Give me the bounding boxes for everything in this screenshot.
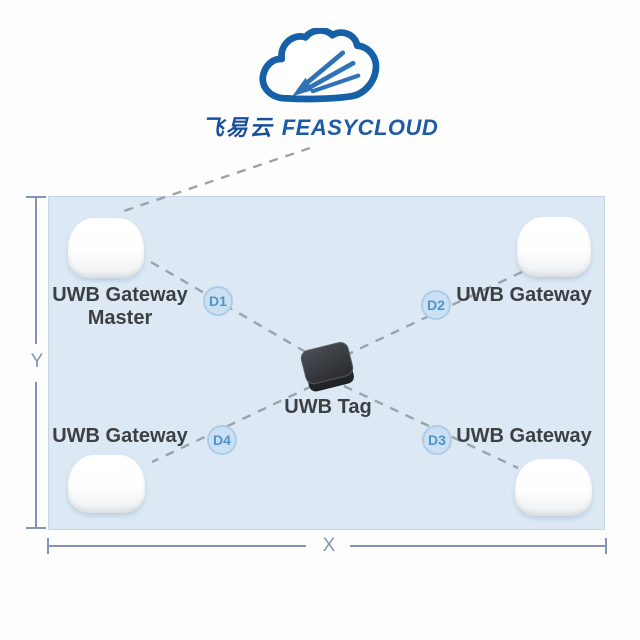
y-axis-label: Y xyxy=(30,351,44,372)
uwb-gateway-master-label: UWB Gateway Master xyxy=(35,284,205,330)
distance-badge-d4: D4 xyxy=(207,425,237,455)
uwb-tag-device xyxy=(300,342,354,392)
uwb-gateway-bottom-left-device xyxy=(68,455,145,513)
uwb-tag-label: UWB Tag xyxy=(284,396,372,418)
swoosh-arrow xyxy=(292,50,361,97)
brand-name-chinese: 飞易云 xyxy=(201,115,274,140)
uwb-gateway-bottom-left-label: UWB Gateway xyxy=(52,425,188,447)
gateway-label-line2: Master xyxy=(87,307,153,330)
distance-badge-d2: D2 xyxy=(421,290,451,320)
brand-wordmark: 飞易云 FEASYCLOUD xyxy=(0,110,640,142)
uwb-gateway-top-right-device xyxy=(517,217,591,277)
distance-badge-d3: D3 xyxy=(422,425,452,455)
uwb-gateway-top-right-label: UWB Gateway xyxy=(456,284,592,306)
gateway-label-line1: UWB Gateway xyxy=(52,284,188,306)
uwb-gateway-bottom-right-label: UWB Gateway xyxy=(456,425,592,447)
uwb-gateway-bottom-right-device xyxy=(515,459,592,516)
brand-name-english: FEASYCLOUD xyxy=(281,115,439,140)
distance-badge-d1: D1 xyxy=(203,286,233,316)
feasycloud-cloud-icon xyxy=(259,28,380,103)
cloud-outline xyxy=(259,28,380,103)
uwb-gateway-master-device xyxy=(68,218,144,278)
x-axis-label: X xyxy=(322,535,336,556)
